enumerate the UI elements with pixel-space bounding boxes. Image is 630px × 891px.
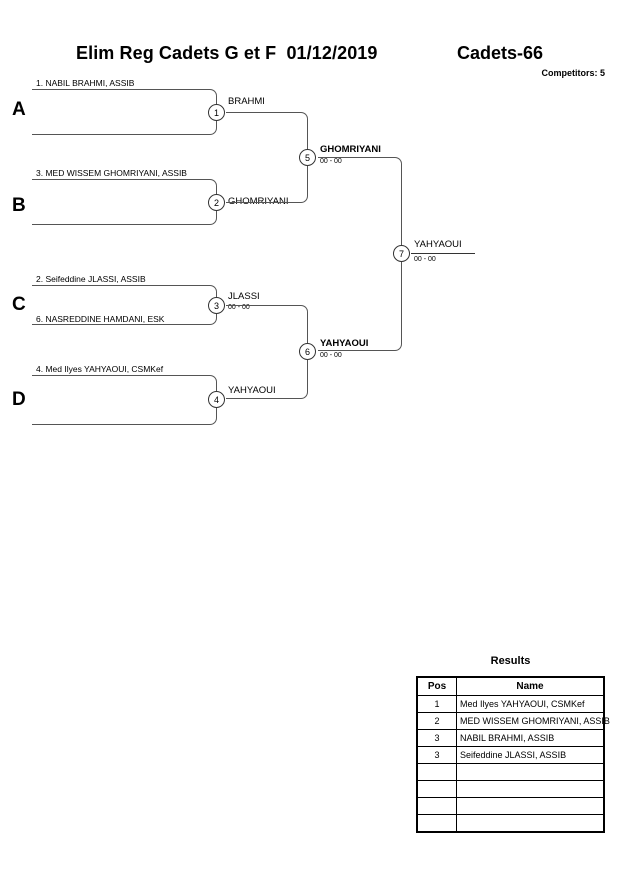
seed-b-top: 3. MED WISSEM GHOMRIYANI, ASSIB: [36, 168, 187, 178]
match-winner-6: YAHYAOUI: [320, 338, 369, 349]
result-pos: [416, 797, 457, 815]
result-name: [456, 763, 605, 781]
match-winner-1: BRAHMI: [228, 96, 265, 107]
bracket-pair-d: [32, 375, 217, 425]
bracket-pair-a: [32, 89, 217, 135]
result-pos: [416, 763, 457, 781]
seed-c-bottom: 6. NASREDDINE HAMDANI, ESK: [36, 314, 165, 324]
table-row: [416, 797, 605, 815]
result-pos: 3: [416, 746, 457, 764]
match-node-6[interactable]: 6: [299, 343, 316, 360]
match-node-2[interactable]: 2: [208, 194, 225, 211]
match-node-4[interactable]: 4: [208, 391, 225, 408]
match-node-1[interactable]: 1: [208, 104, 225, 121]
match-node-7[interactable]: 7: [393, 245, 410, 262]
result-pos: 3: [416, 729, 457, 747]
match-winner-4: YAHYAOUI: [228, 385, 276, 396]
results-table: Pos Name 1 Med Ilyes YAHYAOUI, CSMKef 2 …: [416, 676, 610, 833]
table-row: 3 Seifeddine JLASSI, ASSIB: [416, 746, 605, 764]
match-score-3: 00 - 00: [228, 304, 250, 311]
result-pos: [416, 780, 457, 798]
result-pos: 2: [416, 712, 457, 730]
result-name: [456, 814, 605, 833]
match-node-5[interactable]: 5: [299, 149, 316, 166]
table-row: [416, 763, 605, 781]
group-letter-c: C: [12, 294, 26, 315]
match-score-5: 00 - 00: [320, 158, 342, 165]
group-letter-a: A: [12, 99, 26, 120]
match-winner-3: JLASSI: [228, 291, 260, 302]
table-row: [416, 780, 605, 798]
bracket-pair-b: [32, 179, 217, 225]
result-name: [456, 780, 605, 798]
table-row: [416, 814, 605, 833]
table-row: 1 Med Ilyes YAHYAOUI, CSMKef: [416, 695, 605, 713]
match-winner-2: GHOMRIYANI: [228, 196, 289, 207]
result-name: Med Ilyes YAHYAOUI, CSMKef: [456, 695, 605, 713]
result-name: Seifeddine JLASSI, ASSIB: [456, 746, 605, 764]
final-winner-line: [411, 253, 475, 254]
table-row: 2 MED WISSEM GHOMRIYANI, ASSIB: [416, 712, 610, 730]
match-node-3[interactable]: 3: [208, 297, 225, 314]
competitors-count: Competitors: 5: [541, 68, 605, 78]
match-winner-7: YAHYAOUI: [414, 239, 462, 250]
match-winner-5: GHOMRIYANI: [320, 144, 381, 155]
match-score-6: 00 - 00: [320, 352, 342, 359]
bracket-final: [318, 157, 402, 351]
seed-d-top: 4. Med Ilyes YAHYAOUI, CSMKef: [36, 364, 164, 374]
bracket-pair-c: [32, 285, 217, 325]
results-header-row: Pos Name: [416, 676, 605, 696]
results-col-name: Name: [456, 676, 605, 696]
result-pos: [416, 814, 457, 833]
results-col-pos: Pos: [416, 676, 457, 696]
group-letter-d: D: [12, 389, 26, 410]
seed-c-top: 2. Seifeddine JLASSI, ASSIB: [36, 274, 146, 284]
result-name: NABIL BRAHMI, ASSIB: [456, 729, 605, 747]
result-name: MED WISSEM GHOMRIYANI, ASSIB: [456, 712, 610, 730]
match-score-7: 00 - 00: [414, 256, 436, 263]
result-name: [456, 797, 605, 815]
table-row: 3 NABIL BRAHMI, ASSIB: [416, 729, 605, 747]
bracket-semifinal-top: [226, 112, 308, 203]
group-letter-b: B: [12, 195, 26, 216]
event-category: Cadets-66: [457, 43, 544, 63]
seed-a-top: 1. NABIL BRAHMI, ASSIB: [36, 78, 135, 88]
page-title: Elim Reg Cadets G et F 01/12/2019: [76, 43, 378, 63]
results-heading: Results: [490, 655, 531, 667]
result-pos: 1: [416, 695, 457, 713]
bracket-semifinal-bottom: [226, 305, 308, 399]
